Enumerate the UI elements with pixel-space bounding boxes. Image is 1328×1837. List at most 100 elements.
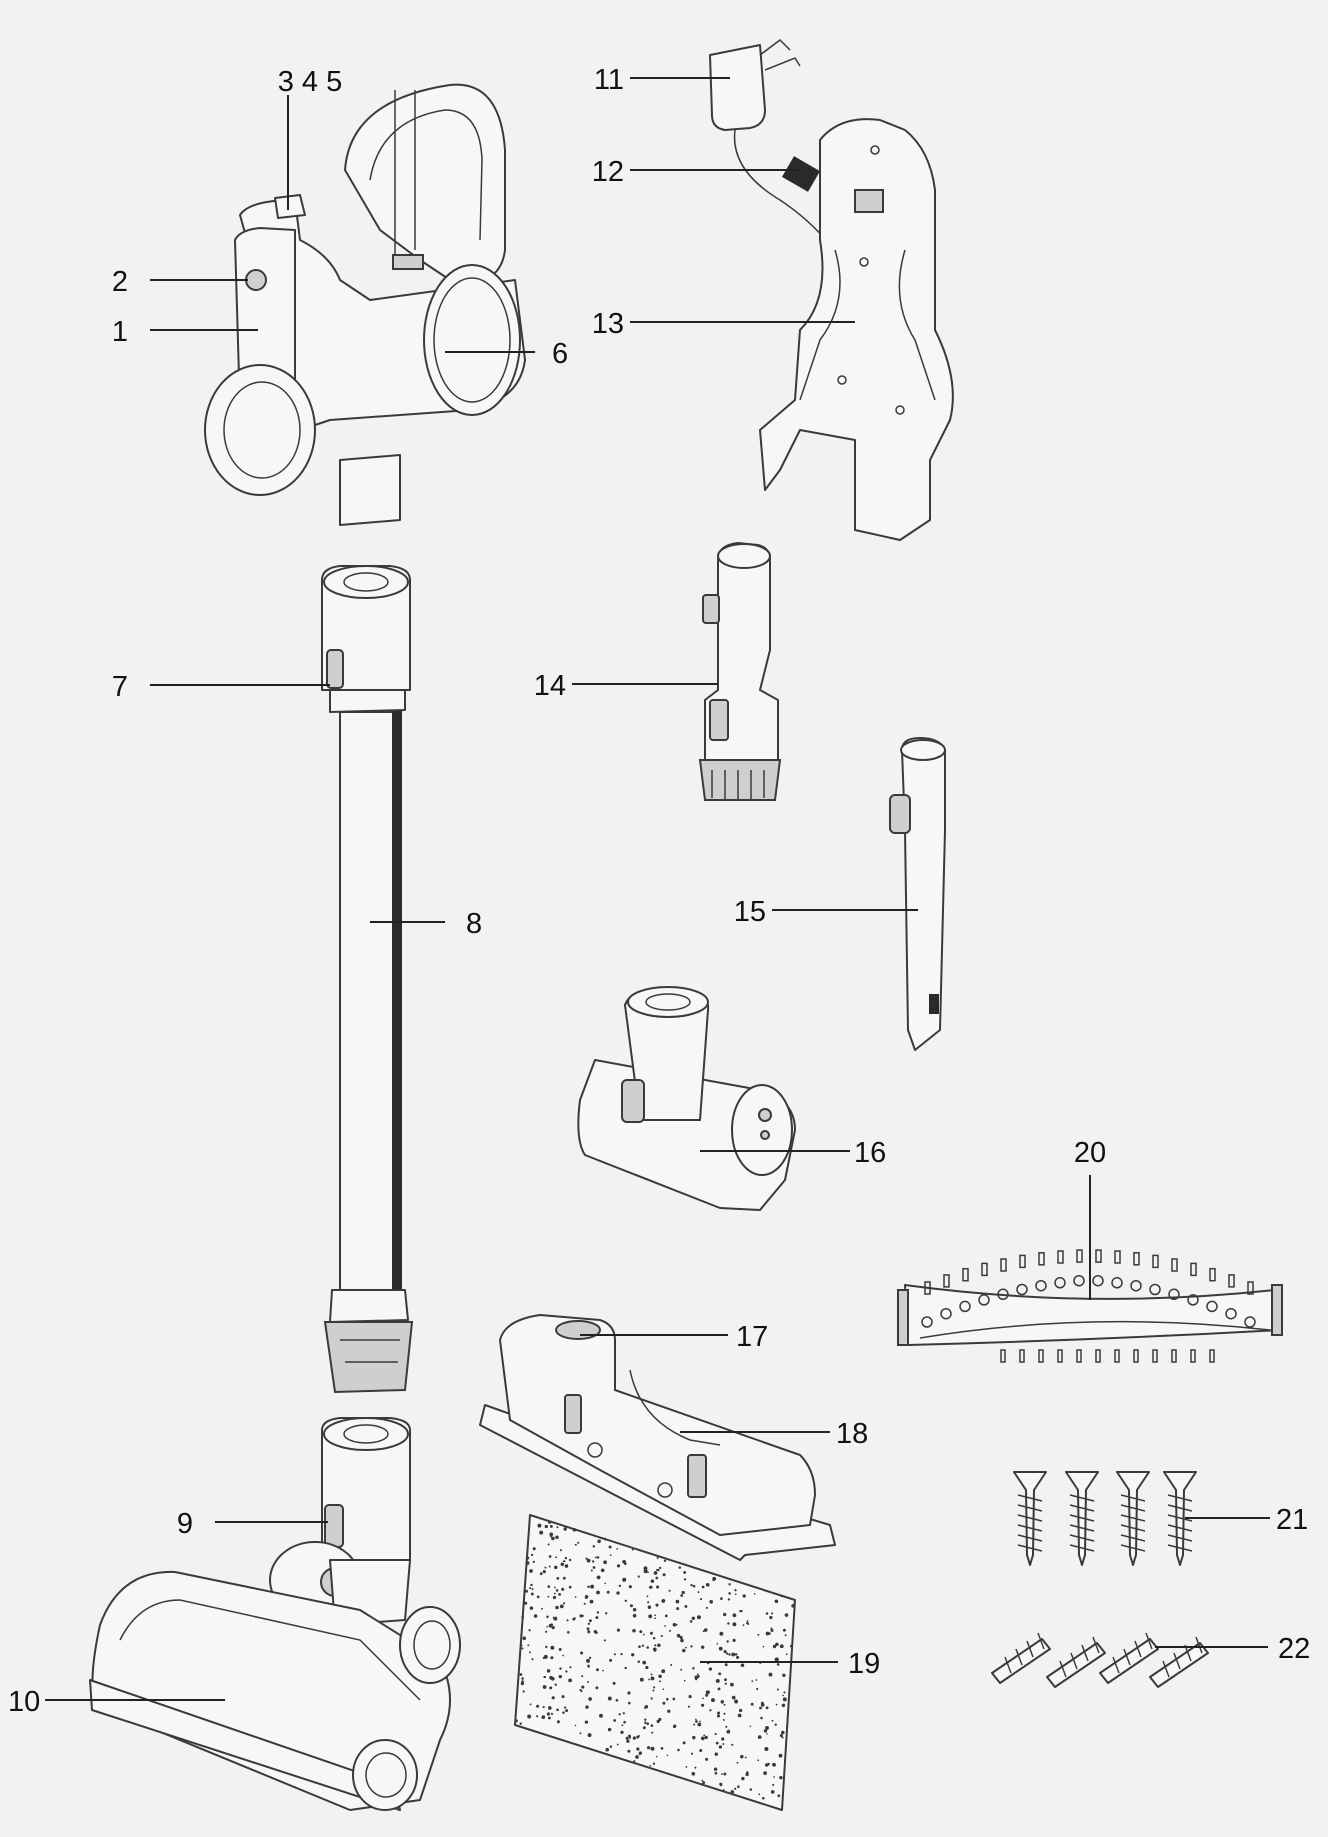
filter-speck: [652, 1637, 656, 1640]
filter-speck: [704, 1735, 708, 1740]
filter-speck: [700, 1736, 705, 1741]
filter-speck: [548, 1520, 552, 1524]
filter-speck: [760, 1703, 765, 1707]
callout-3-4-5: 3 4 5: [278, 66, 343, 98]
filter-speck: [663, 1559, 667, 1563]
filter-speck: [720, 1700, 725, 1704]
filter-speck: [536, 1715, 539, 1718]
filter-speck: [637, 1660, 641, 1663]
foam-filter-pad: [514, 1514, 796, 1811]
filter-speck: [682, 1648, 686, 1653]
filter-speck: [603, 1537, 607, 1541]
filter-speck: [595, 1616, 599, 1620]
filter-speck: [545, 1630, 548, 1633]
filter-speck: [652, 1762, 656, 1765]
filter-speck: [596, 1575, 601, 1580]
filter-speck: [625, 1736, 629, 1740]
callout-9: 9: [177, 1508, 193, 1540]
filter-speck: [734, 1589, 737, 1592]
filter-speck: [642, 1726, 646, 1730]
filter-speck: [622, 1712, 625, 1715]
filter-speck: [542, 1656, 546, 1660]
filter-speck: [564, 1564, 569, 1568]
filter-speck: [723, 1772, 727, 1776]
filter-speck: [759, 1706, 762, 1710]
filter-speck: [587, 1622, 591, 1625]
filter-speck: [723, 1703, 726, 1706]
screw-thread: [1120, 1514, 1146, 1522]
plug-rib: [1092, 1636, 1100, 1654]
filter-speck: [536, 1704, 540, 1708]
filter-speck: [763, 1771, 767, 1775]
filter-speck: [731, 1743, 734, 1746]
filter-speck: [590, 1584, 595, 1589]
filter-speck: [597, 1539, 601, 1544]
filter-speck: [750, 1702, 754, 1706]
filter-speck: [650, 1697, 653, 1700]
filter-speck: [579, 1689, 582, 1692]
filter-speck: [784, 1613, 789, 1617]
filter-speck: [577, 1541, 580, 1544]
filter-speck: [757, 1735, 762, 1739]
roller-stud: [1206, 1300, 1218, 1313]
roller-pin-top: [981, 1262, 988, 1277]
filter-speck: [612, 1681, 616, 1685]
filter-speck: [564, 1556, 568, 1560]
filter-speck: [620, 1730, 624, 1734]
filter-speck: [692, 1584, 696, 1588]
filter-speck: [678, 1566, 682, 1569]
filter-speck: [587, 1630, 591, 1634]
filter-speck: [746, 1620, 749, 1622]
filter-speck: [547, 1706, 552, 1710]
filter-speck: [785, 1653, 788, 1656]
filter-speck: [658, 1680, 661, 1683]
filter-speck: [783, 1691, 786, 1694]
filter-speck: [587, 1585, 590, 1588]
filter-speck: [764, 1747, 769, 1751]
filter-speck: [527, 1714, 532, 1719]
filter-speck: [781, 1703, 786, 1708]
filter-speck: [643, 1569, 648, 1574]
filter-speck: [791, 1604, 795, 1608]
filter-speck: [565, 1709, 569, 1713]
filter-speck: [745, 1772, 749, 1777]
screw-thread: [1069, 1514, 1095, 1522]
filter-speck: [732, 1613, 737, 1618]
filter-speck: [691, 1771, 696, 1776]
filter-speck: [563, 1706, 567, 1709]
filter-speck: [539, 1530, 544, 1535]
filter-speck: [592, 1566, 596, 1569]
roller-stud: [1092, 1274, 1104, 1287]
filter-speck: [572, 1527, 577, 1532]
filter-speck: [768, 1672, 773, 1677]
filter-speck: [705, 1693, 709, 1697]
filter-speck: [777, 1794, 781, 1798]
filter-speck: [553, 1592, 556, 1595]
screws: [1013, 1471, 1197, 1566]
screw-thread: [1120, 1544, 1146, 1552]
filter-speck: [632, 1628, 636, 1633]
roller-stud: [1111, 1277, 1123, 1289]
crevice-tool: [889, 737, 946, 1051]
callout-1: 1: [112, 316, 128, 348]
filter-speck: [537, 1523, 542, 1528]
filter-speck: [587, 1665, 590, 1668]
leader-lines: [45, 77, 1270, 1701]
callout-2: 2: [112, 266, 128, 298]
roller-pin-bottom: [1152, 1349, 1158, 1363]
filter-speck: [588, 1619, 592, 1623]
filter-speck: [549, 1686, 553, 1690]
filter-speck: [742, 1594, 746, 1598]
charger-adapter: [709, 39, 831, 246]
filter-speck: [701, 1645, 705, 1649]
filter-speck: [552, 1595, 557, 1600]
filter-speck: [547, 1543, 550, 1546]
filter-speck: [574, 1617, 576, 1619]
filter-speck: [551, 1626, 555, 1630]
filter-speck: [555, 1605, 559, 1610]
filter-speck: [628, 1585, 632, 1589]
filter-speck: [608, 1545, 612, 1549]
filter-speck: [682, 1741, 686, 1745]
filter-speck: [615, 1698, 619, 1702]
